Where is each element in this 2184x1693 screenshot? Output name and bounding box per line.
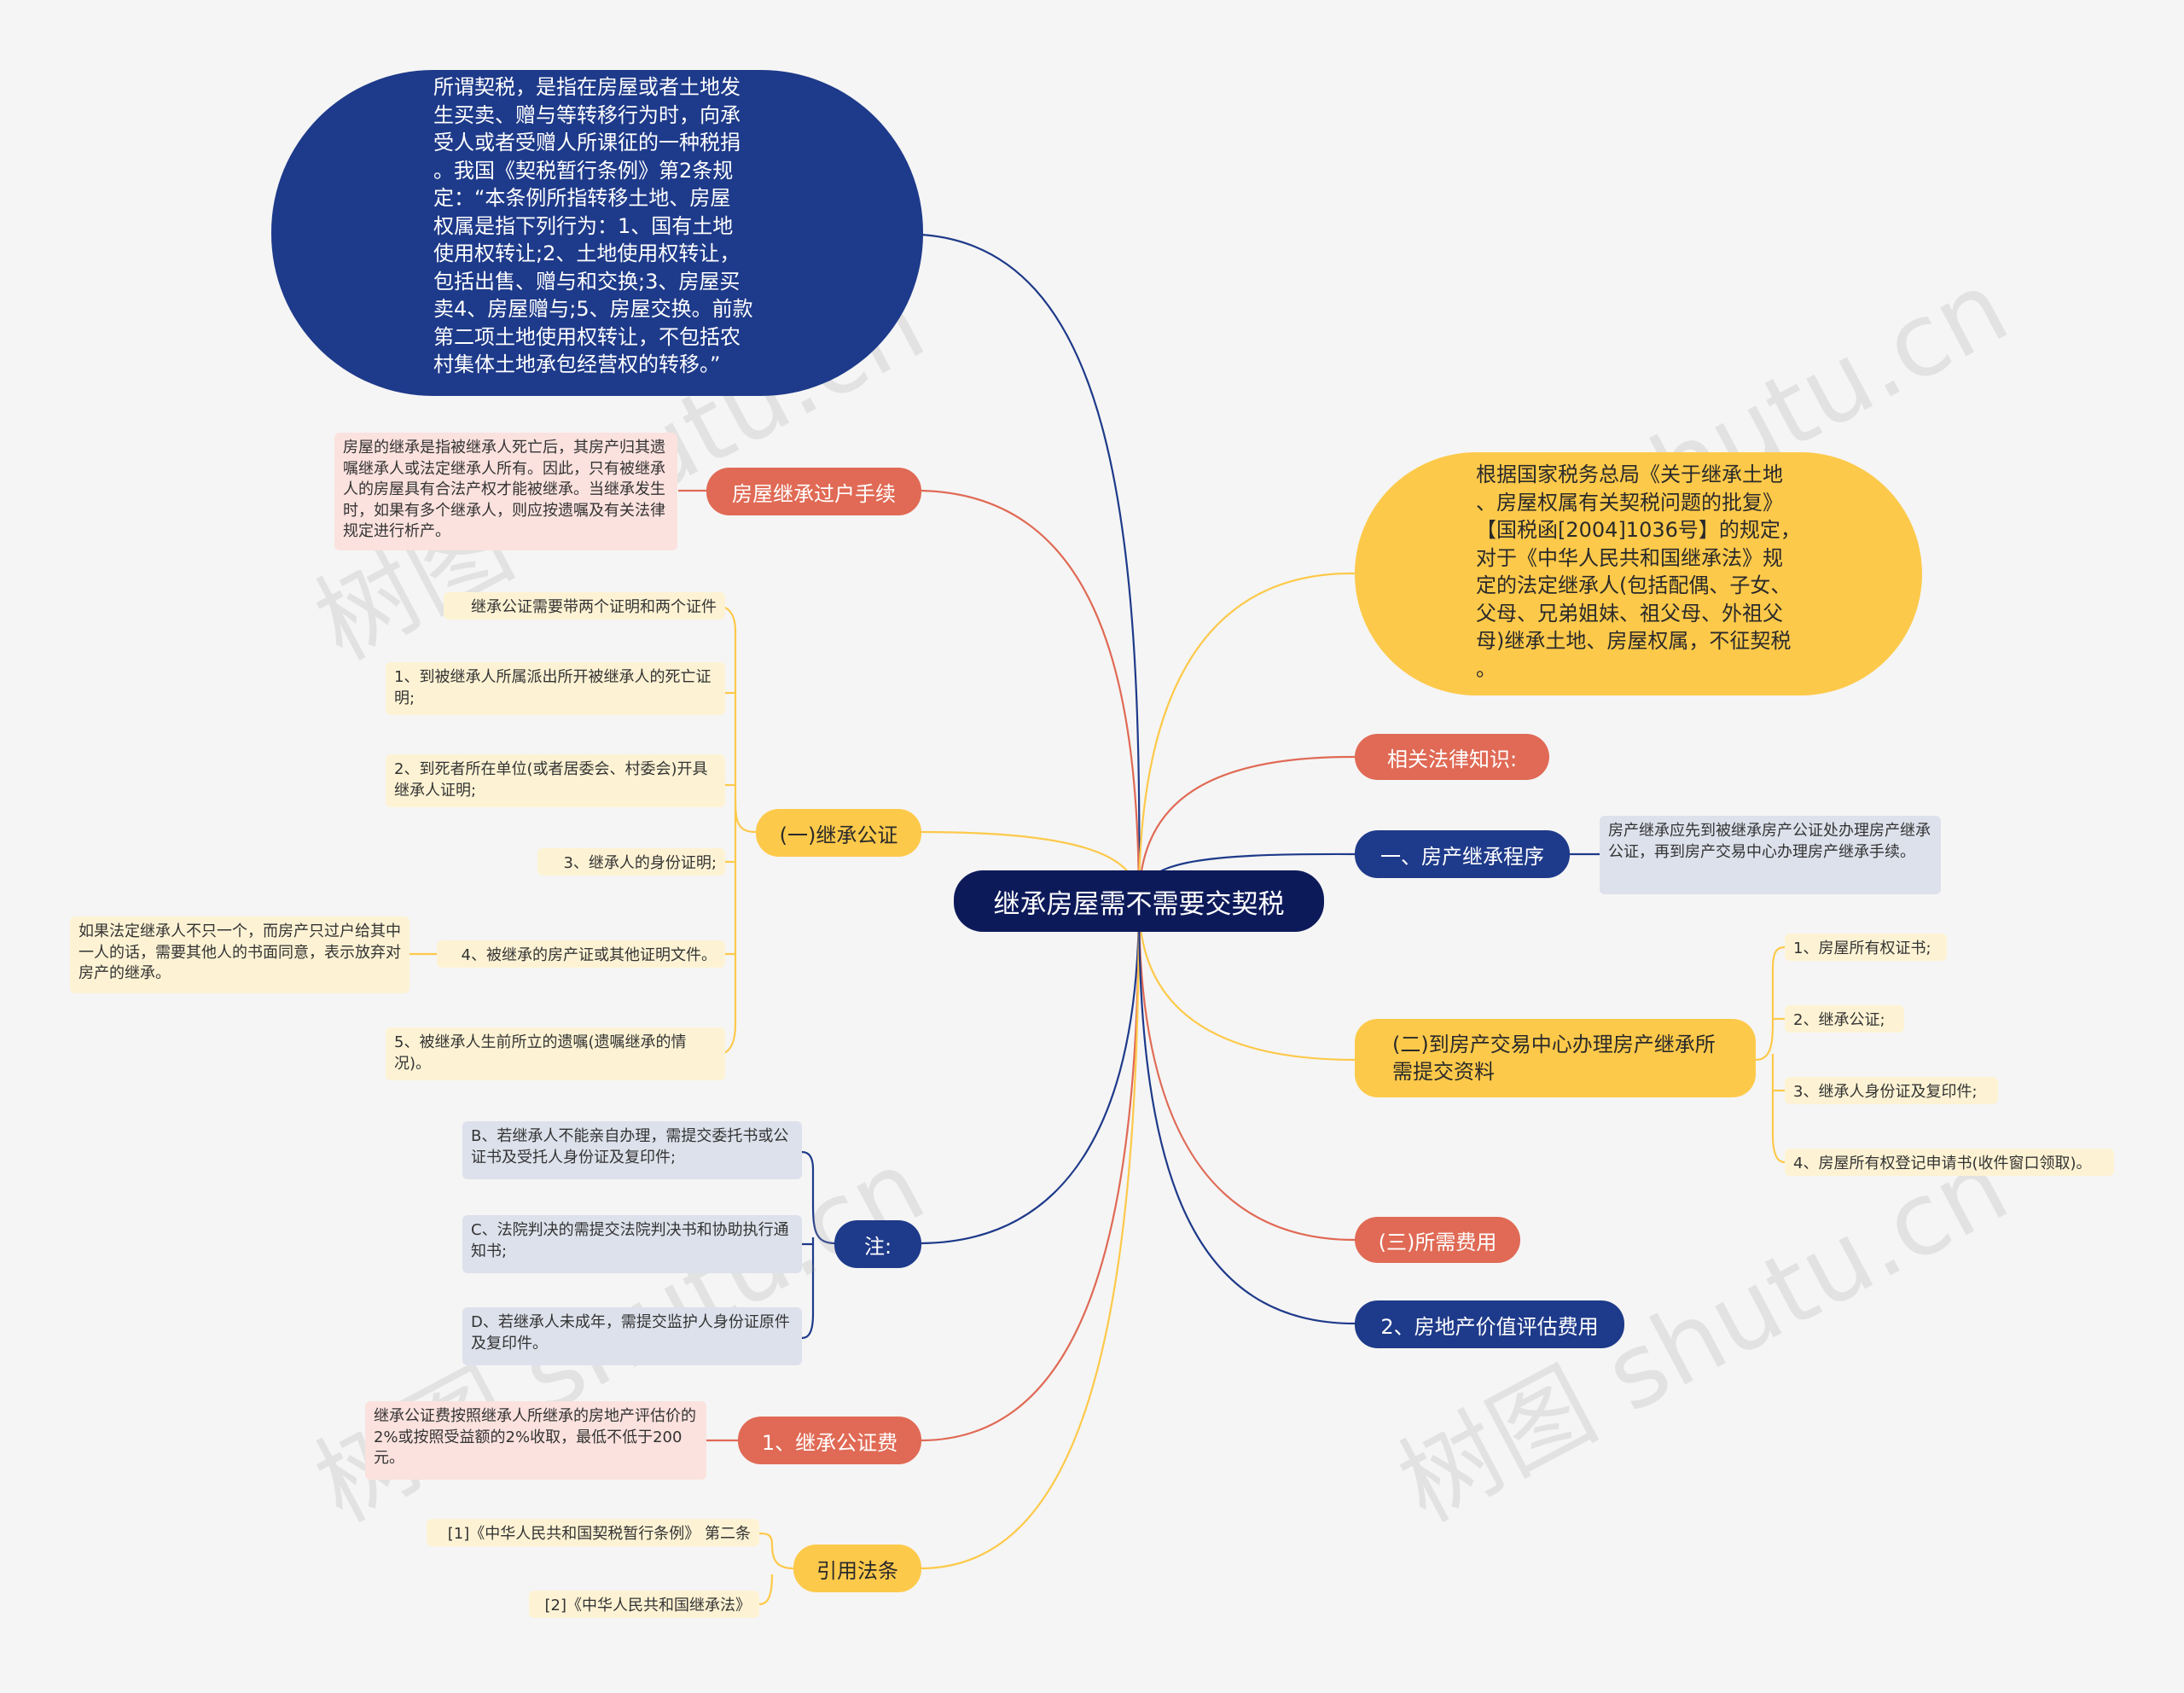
notary-fee-node[interactable]: 1、继承公证费 — [738, 1417, 921, 1464]
materials-item: 1、房屋所有权证书; — [1785, 934, 1947, 961]
text-line: 包括出售、赠与和交换;3、房屋买 — [433, 269, 741, 294]
link-costs — [1137, 902, 1356, 1242]
text-line: 。我国《契税暂行条例》第2条规 — [433, 158, 734, 183]
deed-tax-definition-node[interactable]: 所谓契税，是指在房屋或者土地发 生买卖、赠与等转移行为时，向承 受人或者受赠人所… — [271, 70, 923, 396]
note-item: C、法院判决的需提交法院判决书和协助执行通知书; — [462, 1215, 802, 1273]
text-line: 权属是指下列行为：1、国有土地 — [433, 213, 734, 238]
note-item: B、若继承人不能亲自办理，需提交委托书或公证书及受托人身份证及复印件; — [462, 1121, 802, 1179]
notary-ticks — [721, 691, 735, 956]
text-line: 、房屋权属有关契税问题的批复》 — [1476, 490, 1783, 515]
text-line: 卖4、房屋赠与;5、房屋交换。前款 — [433, 297, 753, 321]
materials-bracket — [1755, 945, 1786, 1164]
link-deed-tax — [921, 233, 1141, 904]
notary-item: 继承公证需要带两个证明和两个证件 — [444, 592, 725, 620]
link-citations — [921, 902, 1141, 1570]
text-line: 第二项土地使用权转让，不包括农 — [433, 324, 741, 349]
notary-item: 4、被继承的房产证或其他证明文件。 — [437, 940, 725, 968]
text-line: 定的法定继承人(包括配偶、子女、 — [1476, 573, 1792, 597]
citations-bracket — [758, 1532, 794, 1606]
text-line: 使用权转让;2、土地使用权转让， — [433, 241, 741, 265]
related-knowledge-node[interactable]: 相关法律知识: — [1355, 734, 1549, 780]
notary-item: 5、被继承人生前所立的遗嘱(遗嘱继承的情况)。 — [386, 1027, 725, 1080]
text-line: 受人或者受赠人所课征的一种税捐 — [433, 131, 741, 154]
link-appraisal — [1137, 902, 1356, 1325]
appraisal-fee-node[interactable]: 2、房地产价值评估费用 — [1355, 1300, 1624, 1348]
text-line: 所谓契税，是指在房屋或者土地发 — [433, 75, 741, 99]
materials-item: 3、继承人身份证及复印件; — [1785, 1077, 1998, 1104]
notary-item: 2、到死者所在单位(或者居委会、村委会)开具继承人证明; — [386, 754, 725, 807]
citation-item: [2]《中华人民共和国继承法》 — [529, 1591, 759, 1618]
citations-node[interactable]: 引用法条 — [793, 1545, 921, 1592]
text-line: 定：“本条例所指转移土地、房屋 — [433, 186, 731, 210]
notary-item-4-note: 如果法定继承人不只一个，而房产只过户给其中一人的话，需要其他人的书面同意，表示放… — [70, 916, 410, 993]
required-costs-node[interactable]: (三)所需费用 — [1355, 1217, 1520, 1263]
text-line: 父母、兄弟姐妹、祖父母、外祖父 — [1476, 601, 1783, 625]
exemption-rule-node[interactable]: 根据国家税务总局《关于继承土地 、房屋权属有关契税问题的批复》 【国税函[200… — [1355, 452, 1922, 695]
link-note — [921, 902, 1141, 1245]
link-materials — [1137, 902, 1356, 1062]
notary-fee-detail: 继承公证费按照继承人所继承的房地产评估价的2%或按照受益额的2%收取，最低不低于… — [365, 1401, 706, 1480]
text-line: 根据国家税务总局《关于继承土地 — [1476, 463, 1783, 486]
materials-item: 2、继承公证; — [1785, 1005, 1904, 1033]
notary-item: 1、到被继承人所属派出所开被继承人的死亡证明; — [386, 662, 725, 715]
text-line: 【国税函[2004]1036号】的规定， — [1476, 518, 1801, 542]
text-line: 村集体土地承包经营权的转移。” — [433, 352, 721, 376]
text-line: 。 — [1476, 656, 1496, 681]
link-transfer — [921, 489, 1141, 904]
procedure-detail-note: 房产继承应先到被继承房产公证处办理房产继承公证，再到房产交易中心办理房产继承手续… — [1600, 816, 1941, 894]
note-bracket — [801, 1150, 835, 1340]
notary-node[interactable]: (一)继承公证 — [756, 809, 921, 857]
transfer-detail-note: 房屋的继承是指被继承人死亡后，其房产归其遗嘱继承人或法定继承人所有。因此，只有被… — [334, 433, 677, 550]
central-topic[interactable]: 继承房屋需不需要交契税 — [954, 870, 1324, 932]
materials-item: 4、房屋所有权登记申请书(收件窗口领取)。 — [1785, 1149, 2114, 1176]
link-fee — [921, 902, 1141, 1442]
transfer-procedure-node[interactable]: 房屋继承过户手续 — [706, 468, 921, 515]
link-exemption — [1137, 572, 1356, 904]
text-line: 母)继承土地、房屋权属，不征契税 — [1476, 629, 1792, 653]
citation-item: [1]《中华人民共和国契税暂行条例》 第二条 — [427, 1519, 759, 1546]
link-related — [1137, 755, 1356, 904]
notary-item: 3、继承人的身份证明; — [537, 848, 725, 876]
note-item: D、若继承人未成年，需提交监护人身份证原件及复印件。 — [462, 1307, 802, 1365]
note-node[interactable]: 注: — [834, 1220, 921, 1268]
text-line: 对于《中华人民共和国继承法》规 — [1476, 545, 1783, 570]
text-line: 生买卖、赠与等转移行为时，向承 — [433, 102, 741, 127]
inheritance-procedure-node[interactable]: 一、房产继承程序 — [1355, 830, 1570, 878]
materials-node[interactable]: (二)到房产交易中心办理房产继承所需提交资料 — [1355, 1019, 1756, 1097]
